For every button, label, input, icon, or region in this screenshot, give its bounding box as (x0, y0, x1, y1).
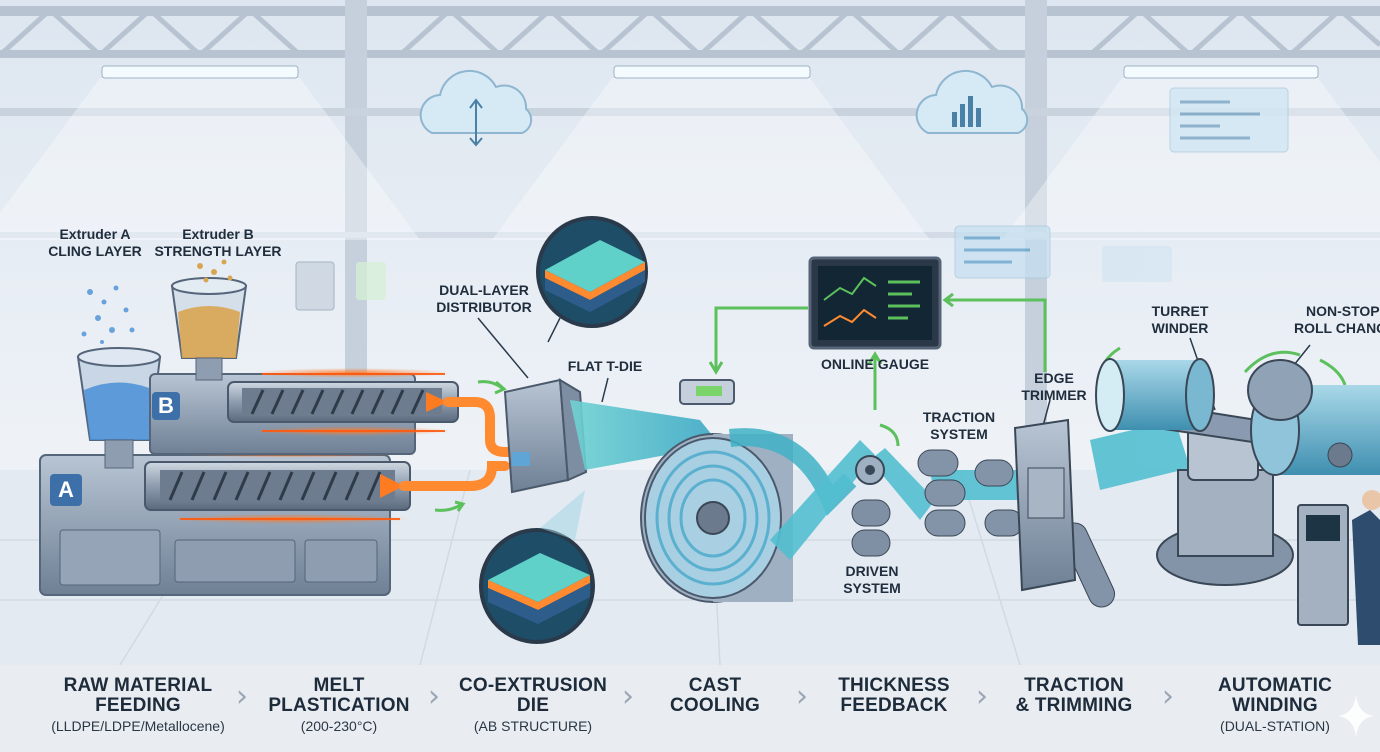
stage-title-line2: PLASTICATION (268, 695, 410, 716)
extruder-b-badge: B (158, 393, 174, 418)
distributor-label: DUAL-LAYER DISTRIBUTOR (428, 282, 540, 316)
cloud-analytics-icon (915, 69, 1029, 134)
chevron-right-icon: › (428, 679, 440, 714)
stage-co-extrusion: CO-EXTRUSION DIE (AB STRUCTURE) (450, 676, 616, 735)
t-die (503, 378, 588, 494)
extruder-a-label: Extruder A CLING LAYER (40, 226, 150, 260)
edge-trimmer-line1: EDGE (1034, 370, 1074, 386)
stage-title-line2: DIE (516, 695, 550, 716)
stage-subtitle: (DUAL-STATION) (1220, 718, 1330, 734)
non-stop-label: NON-STOP ROLL CHANGE (1294, 303, 1380, 337)
feedback-loop (708, 292, 1347, 447)
chevron-right-icon: › (796, 679, 808, 714)
turret-winder (1095, 358, 1380, 586)
ceiling-truss (0, 0, 1380, 470)
layer-zoom-bottom (479, 490, 595, 644)
chevron-right-icon: › (622, 679, 634, 714)
stage-thickness-feedback: THICKNESS FEEDBACK (822, 676, 966, 716)
stage-band (0, 665, 1380, 752)
molten-film (570, 400, 720, 470)
stage-title-line1: CO-EXTRUSION (458, 675, 608, 696)
driven-line2: SYSTEM (843, 580, 901, 596)
stage-title-line2: WINDING (1232, 695, 1318, 716)
edge-trimmer-line2: TRIMMER (1021, 387, 1087, 403)
operator-station (1297, 490, 1380, 645)
chill-roll (640, 379, 857, 603)
flat-die-label: FLAT T-DIE (567, 358, 643, 374)
traction-rollers (917, 449, 1116, 608)
extruder-b-subtitle: STRENGTH LAYER (154, 243, 282, 259)
online-gauge-label: ONLINE GAUGE (820, 356, 930, 372)
chevron-right-icon: › (976, 679, 988, 714)
nonstop-line1: NON-STOP (1306, 303, 1380, 319)
extruder-a-title: Extruder A (59, 226, 131, 242)
stage-title-line2: COOLING (669, 695, 761, 716)
edge-trimmer-label: EDGE TRIMMER (1014, 370, 1094, 404)
distributor-line1: DUAL-LAYER (439, 282, 529, 298)
stage-title-line1: THICKNESS (838, 675, 950, 696)
extruder-b-title: Extruder B (182, 226, 254, 242)
turret-line2: WINDER (1151, 320, 1209, 336)
traction-line1: TRACTION (922, 409, 996, 425)
melt-pipes (399, 397, 525, 491)
pellets (81, 259, 233, 344)
stage-title-line1: TRACTION (1024, 675, 1124, 696)
nonstop-line2: ROLL CHANGE (1294, 320, 1380, 336)
stage-cast-cooling: CAST COOLING (648, 676, 782, 716)
traction-system-label: TRACTION SYSTEM (918, 409, 1000, 443)
driven-rollers (851, 455, 891, 557)
stage-title-line1: AUTOMATIC (1217, 675, 1333, 696)
flow-arrows (434, 380, 507, 512)
stage-subtitle: (200-230°C) (300, 718, 378, 734)
sparkle-icon (1338, 695, 1374, 737)
stage-title-line2: FEEDBACK (840, 695, 948, 716)
extruder-b-label: Extruder B STRENGTH LAYER (152, 226, 284, 260)
badge-a-box (50, 474, 82, 506)
online-gauge-monitor (808, 256, 942, 350)
stage-raw-material: RAW MATERIAL FEEDING (LLDPE/LDPE/Metallo… (28, 676, 248, 735)
edge-trimmer (1013, 418, 1077, 592)
stage-melt-plastication: MELT PLASTICATION (200-230°C) (258, 676, 420, 735)
extruder-a-badge: A (58, 477, 74, 502)
stage-title-line2: FEEDING (95, 695, 181, 716)
badge-b-box (152, 392, 180, 420)
stage-subtitle: (AB STRUCTURE) (473, 718, 593, 734)
layer-zoom-top (536, 216, 648, 343)
stage-traction-trimming: TRACTION & TRIMMING (1000, 676, 1148, 716)
driven-system-label: DRIVEN SYSTEM (832, 563, 912, 597)
hud-panels (295, 87, 1289, 311)
stage-subtitle: (LLDPE/LDPE/Metallocene) (51, 718, 225, 734)
turret-winder-label: TURRET WINDER (1140, 303, 1220, 337)
chevron-right-icon: › (236, 679, 248, 714)
extruder-a-subtitle: CLING LAYER (48, 243, 142, 259)
distributor-line2: DISTRIBUTOR (436, 299, 532, 315)
cloud-transfer-icon (419, 69, 533, 147)
chevron-right-icon: › (1162, 679, 1174, 714)
extruder-b (149, 277, 459, 455)
stage-title-line1: MELT (313, 675, 365, 696)
stage-title-line1: RAW MATERIAL (63, 675, 213, 696)
stage-title-line1: CAST (688, 675, 742, 696)
stage-automatic-winding: AUTOMATIC WINDING (DUAL-STATION) (1200, 676, 1350, 735)
stage-title-line2: & TRIMMING (1015, 695, 1133, 716)
driven-line1: DRIVEN (845, 563, 899, 579)
traction-line2: SYSTEM (930, 426, 988, 442)
turret-line1: TURRET (1151, 303, 1209, 319)
